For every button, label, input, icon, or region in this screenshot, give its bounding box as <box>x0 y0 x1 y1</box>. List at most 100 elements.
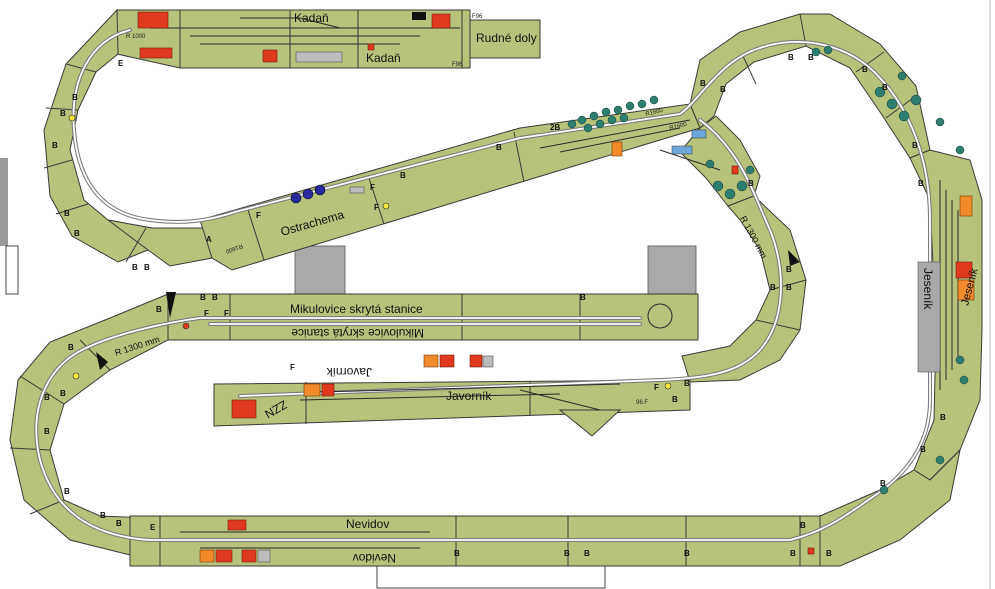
svg-text:B: B <box>580 293 586 302</box>
trees <box>567 45 969 495</box>
signal-dot-1 <box>68 114 76 122</box>
svg-text:F96: F96 <box>452 62 463 68</box>
svg-text:B: B <box>862 65 868 74</box>
svg-text:B: B <box>144 263 150 272</box>
signal-dot-4 <box>72 372 80 380</box>
svg-text:B: B <box>72 93 78 102</box>
nevidov-building-5 <box>257 549 271 563</box>
svg-text:B: B <box>720 85 726 94</box>
sidings <box>150 17 959 549</box>
svg-text:E: E <box>118 59 124 68</box>
column-right <box>647 245 697 295</box>
buildings <box>137 11 975 563</box>
board-javornik-tab <box>558 409 622 437</box>
label-kadan-bottom: Kadaň <box>366 51 401 65</box>
black-wedge-2 <box>96 352 108 370</box>
nevidov-building-2 <box>199 549 215 563</box>
svg-text:A: A <box>206 235 212 244</box>
zzn-building <box>231 399 257 419</box>
svg-text:F: F <box>290 363 295 372</box>
label-kadan-top: Kadaň <box>294 11 329 25</box>
junction-cabin <box>731 165 739 175</box>
svg-text:B: B <box>918 179 924 188</box>
svg-text:B: B <box>52 141 58 150</box>
label-r1600-b: R1600 <box>669 122 688 132</box>
svg-text:B: B <box>808 53 814 62</box>
jesenik-platform-roof <box>917 261 941 373</box>
svg-text:F: F <box>654 383 659 392</box>
signal-dot-3 <box>182 322 190 330</box>
jesenik-building-1 <box>959 195 973 217</box>
javornik-building-1 <box>423 354 439 368</box>
black-wedge-1 <box>166 292 176 318</box>
ostrachema-shed <box>611 141 623 157</box>
label-nevidov-top: Nevidov <box>346 517 389 531</box>
svg-text:B: B <box>786 265 792 274</box>
kadan-building-1 <box>137 11 169 29</box>
svg-text:B: B <box>496 143 502 152</box>
column-left <box>294 245 346 295</box>
kadan-loco <box>412 12 426 20</box>
label-javornik-top: Javorník <box>326 365 372 379</box>
jesenik-building-2 <box>955 261 973 279</box>
svg-text:B: B <box>44 393 50 402</box>
label-rudne-doly: Rudné doly <box>476 31 537 45</box>
svg-text:B: B <box>74 229 80 238</box>
svg-text:B: B <box>44 427 50 436</box>
svg-text:B: B <box>64 209 70 218</box>
signal-dot-2 <box>382 202 390 210</box>
svg-text:B: B <box>826 549 832 558</box>
svg-text:B: B <box>200 293 206 302</box>
javornik-building-5 <box>303 383 321 397</box>
svg-text:B: B <box>786 283 792 292</box>
nevidov-building-3 <box>215 549 233 563</box>
javornik-building-3 <box>469 354 483 368</box>
svg-text:B: B <box>564 549 570 558</box>
svg-text:F: F <box>224 309 229 318</box>
svg-text:B: B <box>790 549 796 558</box>
javornik-building-6 <box>321 383 335 397</box>
svg-text:B: B <box>880 479 886 488</box>
room-notch-left <box>5 245 19 295</box>
bottom-right-signal <box>807 547 815 555</box>
nevidov-building-4 <box>241 549 257 563</box>
label-r1000: R 1000 <box>126 34 146 40</box>
kadan-building-2 <box>139 47 173 59</box>
label-r1600-c: R1600 <box>224 242 243 254</box>
svg-text:B: B <box>748 179 754 188</box>
svg-text:B: B <box>64 487 70 496</box>
svg-text:2B: 2B <box>550 123 560 132</box>
svg-text:B: B <box>454 549 460 558</box>
kadan-sign <box>367 43 375 51</box>
board-ostrachema <box>199 103 701 271</box>
nevidov-building-1 <box>227 519 247 531</box>
svg-text:E: E <box>150 523 156 532</box>
bridge-water <box>691 129 707 139</box>
javornik-building-4 <box>482 355 494 368</box>
svg-text:B: B <box>684 379 690 388</box>
label-jesenik-vertical: Jeseník <box>921 268 935 310</box>
svg-text:B: B <box>212 293 218 302</box>
jesenik-building-3 <box>957 279 975 301</box>
label-mikulovice-top: Mikulovice skrytá stanice <box>290 302 423 316</box>
svg-text:B: B <box>68 343 74 352</box>
label-nevidov-bottom: Nevidov <box>353 551 396 565</box>
tank-3 <box>314 184 326 196</box>
board-rudne-doly <box>469 19 541 59</box>
svg-text:B: B <box>156 305 162 314</box>
svg-text:B: B <box>770 283 776 292</box>
kadan-building-4 <box>295 51 343 63</box>
black-wedge-3 <box>788 250 800 266</box>
svg-text:B: B <box>132 263 138 272</box>
label-javornik-bottom: Javorník <box>446 389 492 403</box>
board-marks: B B E B B B B B A F F F B B 2B B B B B B… <box>44 14 946 558</box>
svg-text:B: B <box>584 549 590 558</box>
tanks <box>290 184 326 204</box>
svg-text:F: F <box>374 203 379 212</box>
svg-text:F: F <box>204 309 209 318</box>
kadan-building-5 <box>431 13 451 29</box>
turntable <box>647 303 673 329</box>
signal-dot-5 <box>664 382 672 390</box>
svg-text:B: B <box>920 445 926 454</box>
